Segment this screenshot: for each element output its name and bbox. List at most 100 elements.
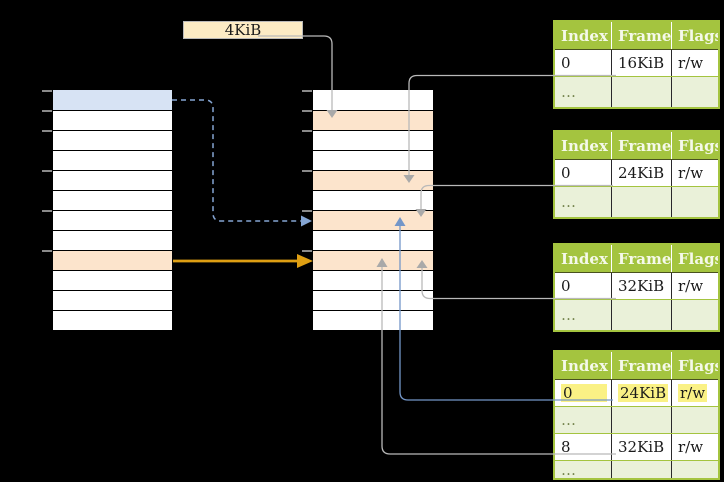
virtual-row-7	[53, 230, 172, 250]
table-cell: 8	[555, 434, 612, 460]
virtual-address-tick	[42, 110, 52, 112]
virtual-row-4	[53, 170, 172, 190]
physical-address-tick	[302, 210, 312, 212]
physical-address-tick	[302, 170, 312, 172]
page-table-row: …	[555, 406, 718, 433]
virtual-row-5	[53, 190, 172, 210]
header-cell: Frame	[612, 245, 672, 272]
table-cell: 16KiB	[612, 50, 672, 76]
virtual-row-2	[53, 130, 172, 150]
table-cell: …	[555, 300, 612, 330]
table-cell: …	[555, 187, 612, 217]
table-cell: …	[555, 461, 612, 478]
header-cell: Flags	[678, 26, 718, 45]
virtual-row-9	[53, 270, 172, 290]
virtual-address-tick	[42, 90, 52, 92]
table-cell	[672, 461, 718, 478]
virtual-row-0	[53, 90, 172, 110]
physical-row-1	[313, 110, 433, 130]
page-table-header-row: IndexFrameFlags	[555, 22, 718, 49]
header-cell: Frame	[612, 132, 672, 159]
page-table-header-row: IndexFrameFlags	[555, 352, 718, 379]
physical-row-7	[313, 230, 433, 250]
highlighted-value: r/w	[678, 384, 708, 402]
arrow-virtual-row-8-to-physical-row-8	[173, 254, 313, 268]
virtual-address-tick	[42, 130, 52, 132]
table-cell: 0	[555, 160, 612, 186]
table-cell: r/w	[678, 164, 704, 182]
physical-address-tick	[302, 90, 312, 92]
table-cell: r/w	[672, 380, 718, 406]
virtual-row-8	[53, 250, 172, 270]
table-cell: 32KiB	[612, 434, 672, 460]
table-cell: 0	[555, 380, 612, 406]
physical-address-tick	[302, 110, 312, 112]
table-cell	[612, 187, 672, 217]
physical-row-6	[313, 210, 433, 230]
table-cell: 32KiB	[612, 273, 672, 299]
table-cell: r/w	[678, 438, 704, 456]
virtual-row-3	[53, 150, 172, 170]
table-cell	[612, 407, 672, 433]
physical-memory-column	[302, 89, 434, 331]
page-table-row: …	[555, 186, 718, 217]
virtual-row-11	[53, 310, 172, 330]
physical-address-tick	[302, 130, 312, 132]
physical-row-4	[313, 170, 433, 190]
physical-row-0	[313, 90, 433, 110]
table-cell: 0	[555, 50, 612, 76]
virtual-row-6	[53, 210, 172, 230]
highlighted-value: 24KiB	[618, 384, 669, 402]
table-cell	[672, 187, 718, 217]
page-table-row: …	[555, 299, 718, 330]
page-table-row: …	[555, 76, 718, 107]
header-cell: Flags	[678, 249, 718, 268]
table-cell: 24KiB	[612, 160, 672, 186]
table-cell: …	[555, 407, 612, 433]
header-cell: Index	[555, 132, 612, 159]
virtual-row-10	[53, 290, 172, 310]
virtual-address-tick	[42, 210, 52, 212]
table-cell	[612, 77, 672, 107]
physical-address-tick	[302, 250, 312, 252]
physical-row-11	[313, 310, 433, 330]
table-cell	[672, 407, 718, 433]
physical-row-5	[313, 190, 433, 210]
arrow-virtual-row-0-to-physical-row-6	[172, 99, 312, 227]
page-table-row: 0 24KiB r/w	[555, 379, 718, 406]
physical-row-9	[313, 270, 433, 290]
table-cell: 24KiB	[612, 380, 672, 406]
table-cell	[612, 461, 672, 478]
table-cell: r/w	[678, 277, 704, 295]
physical-row-2	[313, 130, 433, 150]
header-cell: Flags	[678, 356, 718, 375]
table-cell	[672, 77, 718, 107]
header-cell: Flags	[678, 136, 718, 155]
table-cell	[612, 300, 672, 330]
virtual-memory-column	[42, 89, 173, 331]
virtual-address-tick	[42, 170, 52, 172]
table-cell: 0	[555, 273, 612, 299]
table-cell: …	[555, 77, 612, 107]
table-cell	[672, 300, 718, 330]
physical-row-3	[313, 150, 433, 170]
virtual-address-tick	[42, 250, 52, 252]
header-cell: Frame	[612, 22, 672, 49]
physical-row-8	[313, 250, 433, 270]
header-cell: Frame	[612, 352, 672, 379]
page-table-row: …	[555, 460, 718, 478]
table-cell: r/w	[678, 54, 704, 72]
physical-row-10	[313, 290, 433, 310]
size-label: 4KiB	[183, 21, 303, 39]
header-cell: Index	[555, 245, 612, 272]
page-table-4: IndexFrameFlags024KiBr/w…832KiBr/w…	[553, 350, 720, 480]
